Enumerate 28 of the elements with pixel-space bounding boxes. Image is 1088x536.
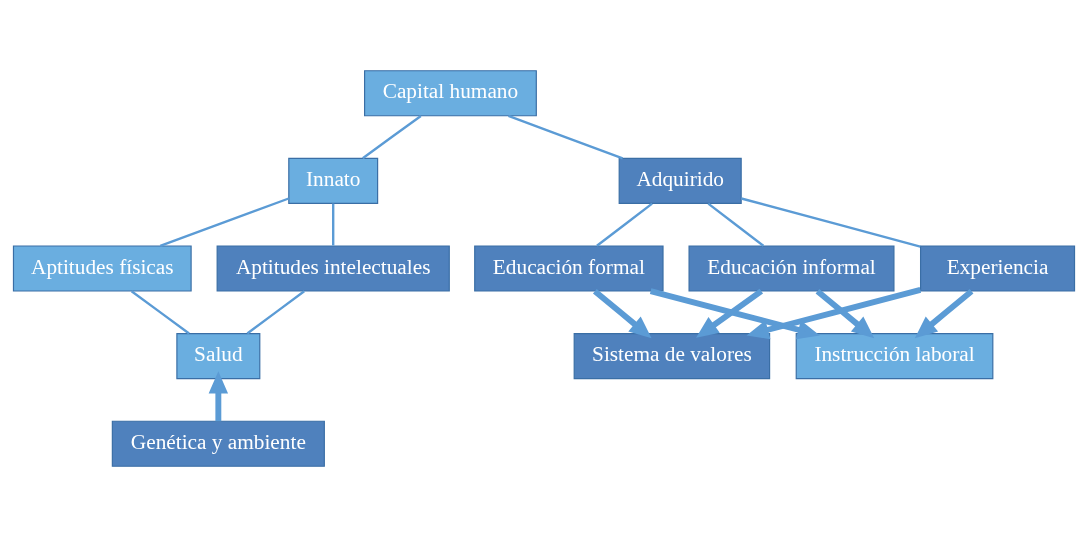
connector bbox=[707, 202, 765, 247]
node-box: Educación informal bbox=[688, 244, 895, 292]
arrow bbox=[208, 370, 229, 421]
connector bbox=[362, 114, 422, 159]
arrow bbox=[696, 288, 764, 338]
node-box: Instrucción laboral bbox=[795, 332, 994, 379]
node-box: Educación formal bbox=[474, 244, 664, 292]
node-box: Capital humano bbox=[364, 69, 537, 116]
arrow bbox=[649, 287, 820, 339]
node-box: Sistema de valores bbox=[573, 332, 771, 379]
connector bbox=[508, 114, 624, 159]
arrow bbox=[914, 288, 974, 338]
connector bbox=[741, 196, 921, 248]
node-box: Experiencia bbox=[920, 244, 1076, 292]
node-box: Aptitudes intelectuales bbox=[216, 244, 450, 292]
arrow bbox=[746, 286, 922, 339]
connector bbox=[596, 202, 653, 247]
connector bbox=[246, 289, 305, 334]
connector bbox=[332, 203, 335, 245]
connector bbox=[159, 196, 290, 247]
arrow bbox=[592, 288, 652, 338]
node-box: Adquirido bbox=[618, 157, 742, 204]
arrow bbox=[815, 288, 875, 338]
node-box: Salud bbox=[176, 332, 261, 379]
node-box: Genética y ambiente bbox=[111, 420, 325, 467]
node-box: Innato bbox=[288, 157, 379, 204]
node-box: Aptitudes físicas bbox=[12, 244, 192, 292]
connector bbox=[130, 289, 190, 334]
